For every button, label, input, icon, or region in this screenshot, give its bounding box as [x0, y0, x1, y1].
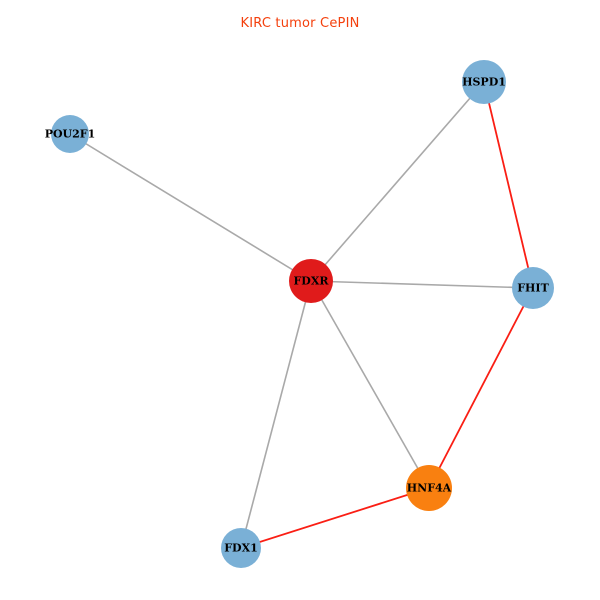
node-label-fdxr: FDXR	[293, 275, 329, 288]
node-circle-hnf4a[interactable]	[406, 465, 452, 511]
network-edge-fdxr-fdx1	[240, 280, 312, 549]
page-title: KIRC tumor CePIN	[240, 16, 360, 31]
network-node-fdxr[interactable]: FDXR	[289, 259, 333, 303]
network-edge-fdxr-hnf4a	[310, 280, 430, 489]
node-circle-pou2f1[interactable]	[51, 115, 89, 153]
node-circle-hspd1[interactable]	[462, 60, 506, 104]
network-edge-fdxr-hspd1	[310, 81, 485, 282]
network-edge-fdxr-fhit	[310, 280, 534, 289]
network-edge-hspd1-fhit	[483, 81, 534, 289]
network-node-hnf4a[interactable]: HNF4A	[406, 465, 452, 511]
node-label-fdx1: FDX1	[224, 542, 258, 555]
node-label-hspd1: HSPD1	[462, 76, 506, 89]
edge-layer	[69, 81, 534, 549]
node-circle-fdx1[interactable]	[221, 528, 261, 568]
network-node-hspd1[interactable]: HSPD1	[462, 60, 506, 104]
node-label-pou2f1: POU2F1	[45, 128, 96, 141]
network-edge-pou2f1-fdxr	[69, 133, 312, 282]
node-circle-fdxr[interactable]	[289, 259, 333, 303]
node-label-fhit: FHIT	[517, 282, 549, 295]
network-node-pou2f1[interactable]: POU2F1	[45, 115, 96, 153]
network-edge-fhit-hnf4a	[428, 287, 534, 489]
node-label-hnf4a: HNF4A	[407, 482, 452, 495]
network-edge-hnf4a-fdx1	[240, 487, 430, 549]
node-circle-fhit[interactable]	[512, 267, 554, 309]
network-node-fhit[interactable]: FHIT	[512, 267, 554, 309]
network-node-fdx1[interactable]: FDX1	[221, 528, 261, 568]
